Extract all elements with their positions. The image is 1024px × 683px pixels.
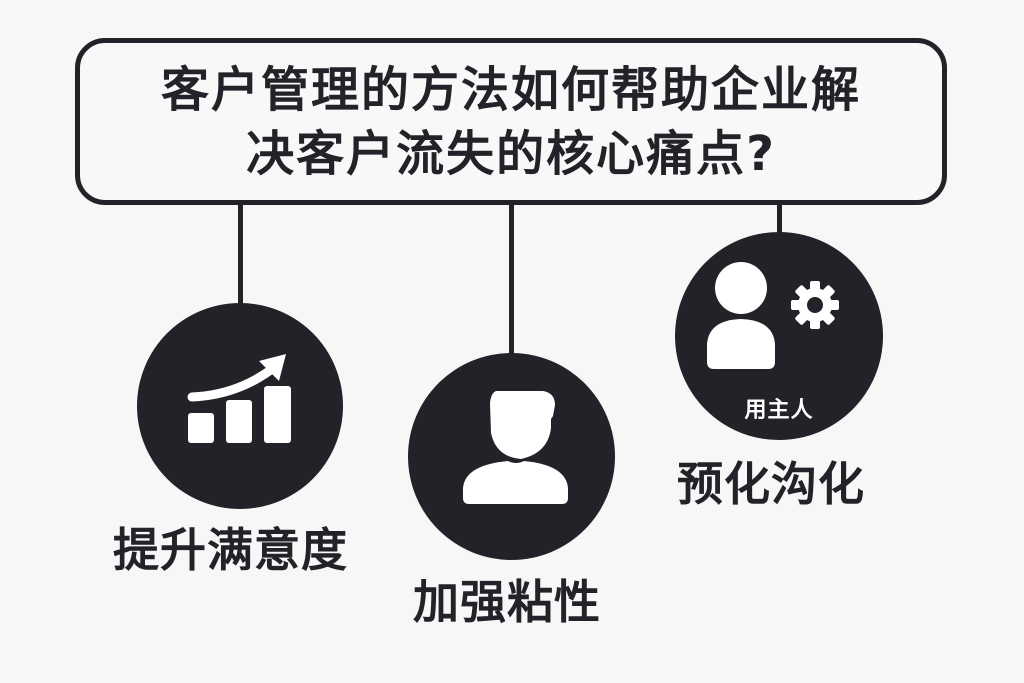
node-stickiness-circle: [408, 353, 615, 560]
node-communication-label: 预化沟化: [677, 457, 865, 511]
title-line-1: 客户管理的方法如何帮助企业解: [160, 61, 861, 118]
node-satisfaction-label: 提升满意度: [113, 523, 348, 577]
user-gear-icon: [707, 262, 839, 369]
bar-chart-growth-icon: [187, 354, 291, 443]
connector-stickiness: [509, 203, 514, 355]
connector-communication: [777, 203, 782, 234]
node-communication-circle: 用主人: [675, 232, 883, 440]
connector-satisfaction: [238, 203, 243, 305]
title-box: 客户管理的方法如何帮助企业解 决客户流失的核心痛点?: [75, 38, 947, 205]
node-stickiness-label: 加强粘性: [413, 575, 601, 629]
title-line-2: 决客户流失的核心痛点?: [246, 125, 776, 182]
node-satisfaction-circle: [137, 303, 343, 509]
node-communication-inner-caption: 用主人: [744, 398, 814, 423]
user-icon: [463, 391, 568, 504]
